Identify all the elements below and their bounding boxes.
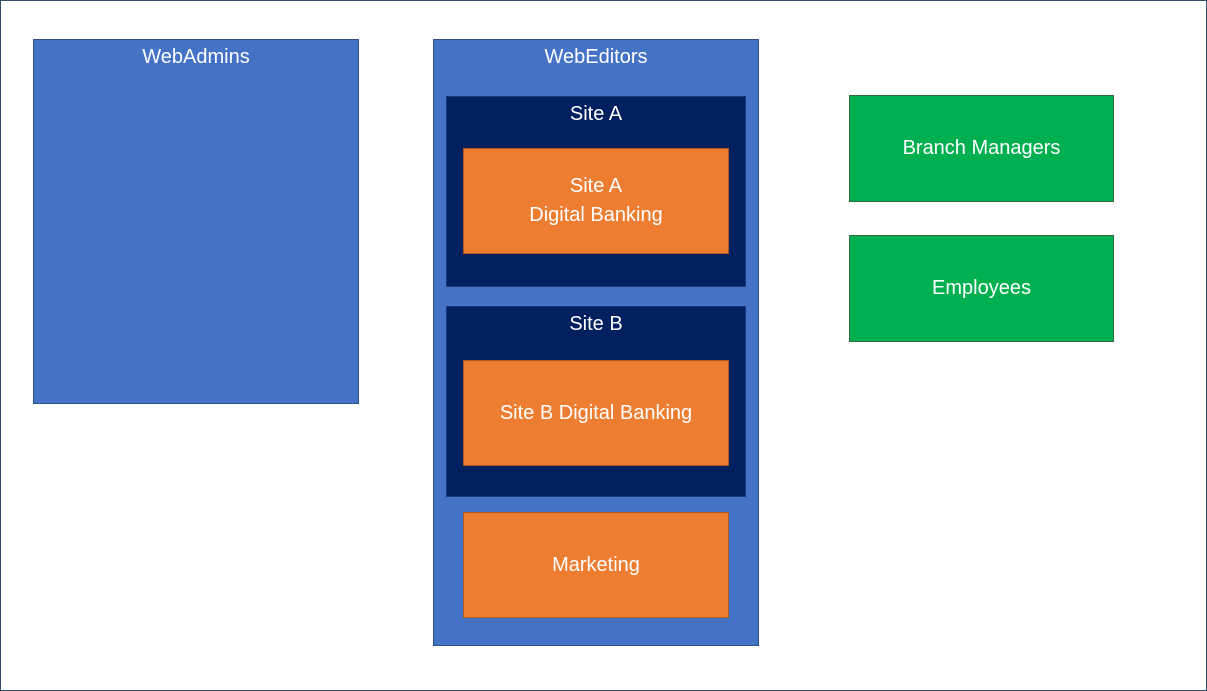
webadmins-label: WebAdmins — [142, 46, 250, 68]
site-b-digital-banking-group: Site B Digital Banking — [463, 360, 729, 466]
site-b-group: Site B Site B Digital Banking — [446, 306, 746, 497]
employees-group: Employees — [849, 235, 1114, 342]
marketing-label: Marketing — [552, 553, 640, 576]
employees-label: Employees — [932, 277, 1031, 299]
site-a-digital-banking-line2: Digital Banking — [529, 204, 663, 226]
webeditors-label: WebEditors — [544, 46, 648, 68]
site-a-label: Site A — [569, 103, 623, 125]
site-a-group: Site A Site A Digital Banking — [446, 96, 746, 287]
site-b-label: Site B — [569, 313, 623, 335]
site-a-digital-banking-line1: Site A — [569, 175, 623, 197]
webeditors-group: WebEditors Site A Site A Digital Banking… — [433, 39, 759, 646]
site-b-digital-banking-label: Site B Digital Banking — [499, 401, 693, 424]
webadmins-group: WebAdmins — [33, 39, 359, 404]
branch-managers-group: Branch Managers — [849, 95, 1114, 202]
site-a-digital-banking-group: Site A Digital Banking — [463, 148, 729, 254]
marketing-group: Marketing — [463, 512, 729, 618]
branch-managers-label: Branch Managers — [902, 137, 1061, 159]
